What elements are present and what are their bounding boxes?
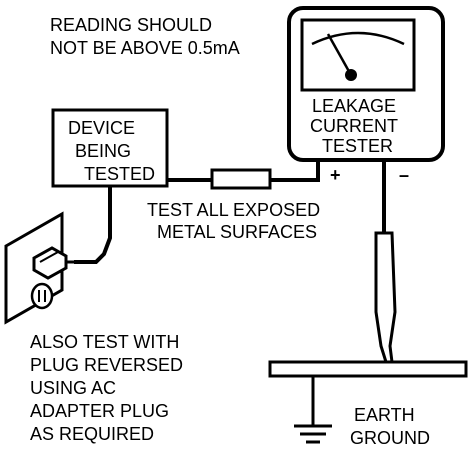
reading-note-line1: READING SHOULD <box>50 15 212 35</box>
tester-label-line2: CURRENT <box>310 116 398 136</box>
meter-dial-icon <box>300 18 416 92</box>
positive-test-lead <box>167 160 320 190</box>
probe-note-line1: TEST ALL EXPOSED <box>147 200 320 220</box>
plug-note-line3: USING AC <box>30 378 116 398</box>
device-box <box>51 108 169 188</box>
plug-note-line1: ALSO TEST WITH <box>30 332 179 352</box>
tester-label-line1: LEAKAGE <box>312 96 396 116</box>
ground-rail <box>268 360 468 378</box>
leakage-current-tester: LEAKAGE CURRENT TESTER + – <box>287 6 445 185</box>
reading-note-line2: NOT BE ABOVE 0.5mA <box>50 38 240 58</box>
plug-note: ALSO TEST WITH PLUG REVERSED USING AC AD… <box>30 332 183 444</box>
ground-probe-icon <box>374 231 397 364</box>
ground-label-line2: GROUND <box>350 428 430 448</box>
reading-note: READING SHOULD NOT BE ABOVE 0.5mA <box>50 15 240 58</box>
tester-label-line3: TESTER <box>322 136 393 156</box>
plug-note-line4: ADAPTER PLUG <box>30 401 169 421</box>
negative-terminal-label: – <box>399 165 409 185</box>
outlet-socket-icon <box>30 282 54 310</box>
device-label-line1: DEVICE <box>68 118 135 138</box>
probe-note-line2: METAL SURFACES <box>157 222 317 242</box>
plug-icon <box>32 246 74 280</box>
negative-test-lead <box>374 160 397 364</box>
wall-outlet <box>4 211 74 325</box>
positive-terminal-label: + <box>330 165 341 185</box>
inline-resistor <box>210 168 272 190</box>
earth-ground: EARTH GROUND <box>268 360 468 448</box>
device-label-line2: BEING <box>75 141 131 161</box>
device-label-line3: TESTED <box>84 164 155 184</box>
device-under-test: DEVICE BEING TESTED <box>51 108 169 188</box>
power-cord <box>74 186 112 264</box>
plug-note-line2: PLUG REVERSED <box>30 355 183 375</box>
ground-symbol-icon <box>294 376 332 444</box>
plug-note-line5: AS REQUIRED <box>30 424 154 444</box>
ground-label-line1: EARTH <box>354 405 415 425</box>
